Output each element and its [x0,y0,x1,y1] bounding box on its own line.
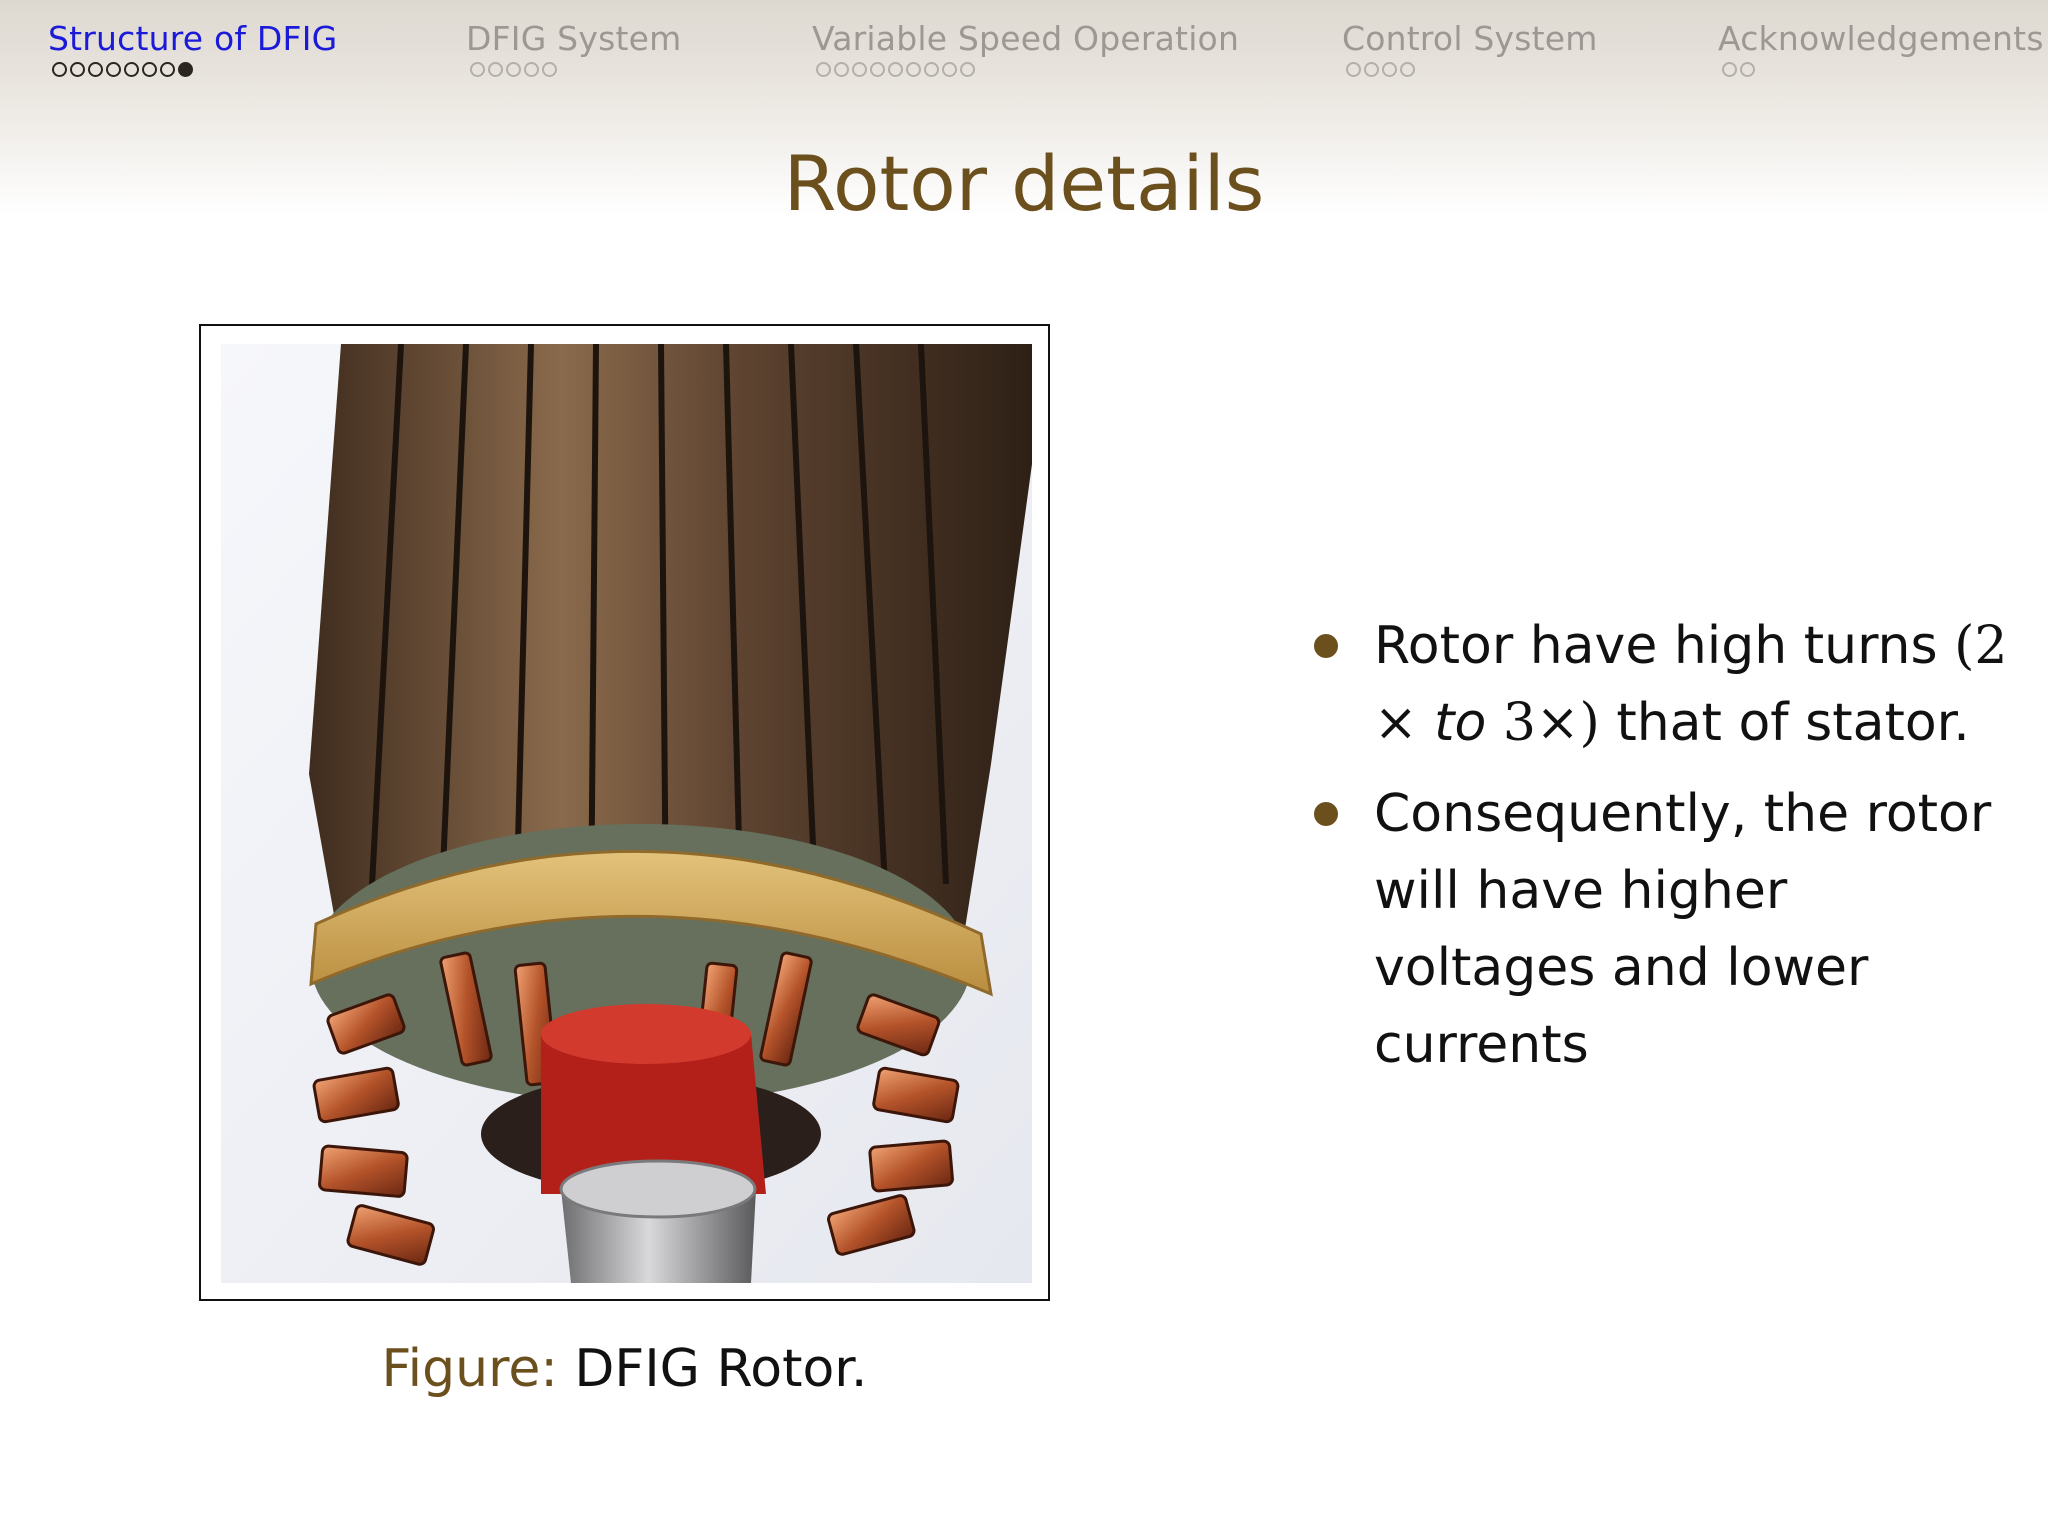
nav-label[interactable]: Variable Speed Operation [812,19,1240,58]
bullet-icon [1314,802,1338,826]
nav-section-structure-of-dfig[interactable]: Structure of DFIG [48,18,337,77]
bullet-text-rest: that of stator. [1599,693,1970,753]
nav-dot[interactable] [870,62,885,77]
bullet-item: Rotor have high turns (2 × to 3×) that o… [1310,608,2010,762]
nav-dot[interactable] [888,62,903,77]
bullet-icon [1314,634,1338,658]
nav-dot[interactable] [124,62,139,77]
nav-label[interactable]: Structure of DFIG [48,19,338,58]
nav-dot[interactable] [1400,62,1415,77]
nav-dot[interactable] [524,62,539,77]
navigation-bar: Structure of DFIG DFIG System Variable S… [0,0,2048,215]
nav-dot[interactable] [106,62,121,77]
bullet-text: Consequently, the rotor will have higher… [1374,784,1992,1075]
bullet-item: Consequently, the rotor will have higher… [1310,776,2010,1084]
nav-label[interactable]: DFIG System [466,19,682,58]
nav-dot[interactable] [816,62,831,77]
nav-dot[interactable] [160,62,175,77]
figure-caption: Figure: DFIG Rotor. [199,1336,1050,1402]
nav-dot[interactable] [1740,62,1755,77]
nav-section-dfig-system[interactable]: DFIG System [466,18,681,77]
math-open: (2 × [1374,616,2008,753]
caption-text: DFIG Rotor. [574,1339,868,1399]
nav-section-control-system[interactable]: Control System [1342,18,1598,77]
nav-dot[interactable] [470,62,485,77]
nav-dot[interactable] [834,62,849,77]
nav-dot[interactable] [924,62,939,77]
nav-section-variable-speed-operation[interactable]: Variable Speed Operation [812,18,1239,77]
nav-dots [1722,62,2044,77]
nav-dots [470,62,681,77]
nav-dot[interactable] [506,62,521,77]
slide-title: Rotor details [783,139,1265,228]
nav-dot[interactable] [1364,62,1379,77]
nav-dot[interactable] [1722,62,1737,77]
nav-dots [52,62,337,77]
math-to: to [1434,693,1487,753]
nav-dot[interactable] [542,62,557,77]
nav-dots [1346,62,1598,77]
caption-label: Figure: [381,1339,558,1399]
figure-frame [199,324,1050,1301]
math-close: 3×) [1486,693,1600,753]
nav-label[interactable]: Control System [1342,19,1598,58]
bullet-list: Rotor have high turns (2 × to 3×) that o… [1310,608,2010,1098]
nav-dot[interactable] [942,62,957,77]
nav-dots [816,62,1239,77]
nav-dot[interactable] [70,62,85,77]
nav-dot[interactable] [88,62,103,77]
nav-dot[interactable] [52,62,67,77]
nav-dot[interactable] [142,62,157,77]
nav-label[interactable]: Acknowledgements [1718,19,2044,58]
nav-dot[interactable] [1346,62,1361,77]
nav-dot[interactable] [906,62,921,77]
nav-section-acknowledgements[interactable]: Acknowledgements [1718,18,2044,77]
nav-dot-current[interactable] [178,62,193,77]
bullet-text: Rotor have high turns [1374,616,1938,676]
rotor-photo [221,344,1032,1283]
nav-dot[interactable] [960,62,975,77]
nav-dot[interactable] [852,62,867,77]
nav-dot[interactable] [1382,62,1397,77]
nav-dot[interactable] [488,62,503,77]
